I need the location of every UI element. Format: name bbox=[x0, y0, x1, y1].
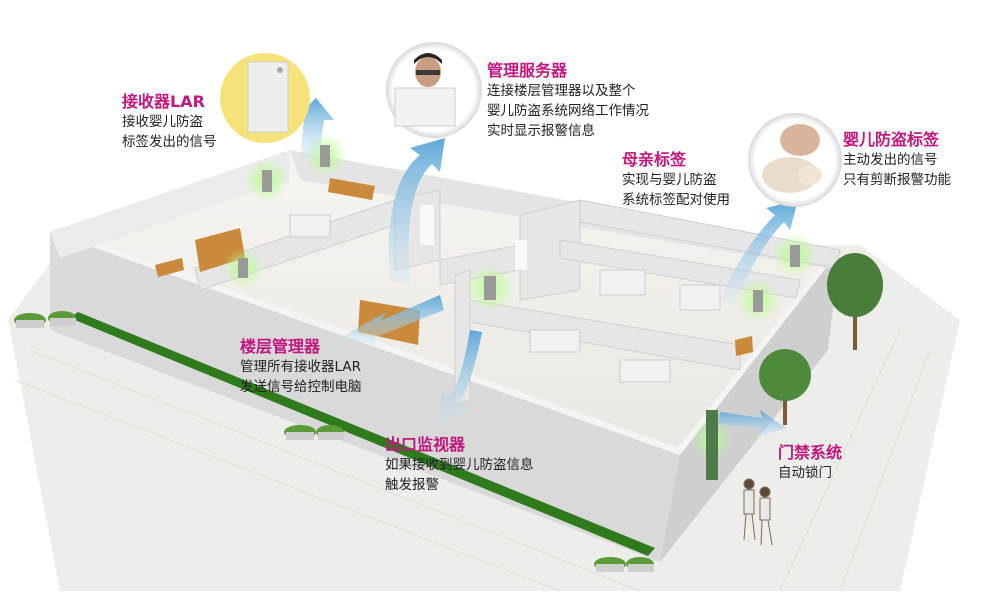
mother-tag-title: 母亲标签 bbox=[622, 150, 687, 169]
beds bbox=[289, 214, 721, 383]
server-vignette bbox=[386, 42, 482, 138]
pedestrians bbox=[743, 478, 773, 546]
server-desc-line: 实时显示报警信息 bbox=[487, 123, 595, 139]
mother-tag-desc-line: 实现与婴儿防盗 bbox=[622, 172, 717, 188]
baby-vignette bbox=[748, 113, 842, 207]
receiver-vignette bbox=[220, 53, 310, 143]
server-title: 管理服务器 bbox=[487, 61, 568, 80]
server-desc-line: 连接楼层管理器以及整个 bbox=[487, 83, 636, 99]
arrow-to-floor-manager bbox=[340, 295, 444, 346]
receiver-desc-line: 接收婴儿防盗 bbox=[122, 114, 203, 130]
exit-monitor-title: 出口监视器 bbox=[385, 435, 466, 454]
front-wall-right bbox=[660, 250, 840, 562]
floor-manager-annotation: 楼层管理器 管理所有接收器LAR 发送信号给控制电脑 bbox=[240, 337, 362, 397]
floor-manager-desc-line: 管理所有接收器LAR bbox=[240, 359, 361, 375]
mother-tag-annotation: 母亲标签 实现与婴儿防盗 系统标签配对使用 bbox=[622, 150, 730, 210]
baby-tag-title: 婴儿防盗标签 bbox=[843, 130, 940, 149]
floor-manager-desc-line: 发送信号给控制电脑 bbox=[240, 379, 362, 395]
arrow-to-baby-tag bbox=[720, 200, 798, 305]
doorways bbox=[420, 205, 527, 270]
mother-tag-desc-line: 系统标签配对使用 bbox=[622, 192, 730, 208]
receiver-annotation: 接收器LAR 接收婴儿防盗 标签发出的信号 bbox=[122, 92, 217, 152]
arrow-to-server bbox=[388, 138, 445, 285]
arrow-to-exit bbox=[438, 330, 482, 425]
planters bbox=[14, 311, 654, 572]
receiver-title: 接收器LAR bbox=[122, 92, 205, 111]
access-control-annotation: 门禁系统 自动锁门 bbox=[778, 443, 842, 483]
front-wall-left bbox=[50, 232, 680, 562]
receiver-devices bbox=[223, 133, 817, 480]
floor-manager-title: 楼层管理器 bbox=[240, 337, 321, 356]
trees bbox=[759, 253, 883, 425]
server-annotation: 管理服务器 连接楼层管理器以及整个 婴儿防盗系统网络工作情况 实时显示报警信息 bbox=[487, 61, 649, 141]
wall-top-edge-right bbox=[676, 250, 840, 455]
server-desc-line: 婴儿防盗系统网络工作情况 bbox=[487, 103, 649, 119]
paving-lines bbox=[14, 329, 931, 592]
exit-monitor-desc-line: 触发报警 bbox=[385, 477, 439, 493]
baby-tag-desc-line: 主动发出的信号 bbox=[843, 152, 938, 168]
hedge bbox=[70, 312, 655, 556]
baby-tag-annotation: 婴儿防盗标签 主动发出的信号 只有剪断报警功能 bbox=[843, 130, 951, 190]
access-control-title: 门禁系统 bbox=[778, 443, 843, 462]
exit-monitor-annotation: 出口监视器 如果接收到婴儿防盗信息 触发报警 bbox=[385, 435, 534, 495]
access-control-desc-line: 自动锁门 bbox=[778, 465, 832, 481]
exit-monitor-desc-line: 如果接收到婴儿防盗信息 bbox=[385, 457, 534, 473]
baby-tag-desc-line: 只有剪断报警功能 bbox=[843, 172, 951, 188]
receiver-desc-line: 标签发出的信号 bbox=[122, 134, 217, 150]
back-wall-left bbox=[50, 150, 290, 258]
arrow-to-access-control bbox=[718, 410, 786, 438]
